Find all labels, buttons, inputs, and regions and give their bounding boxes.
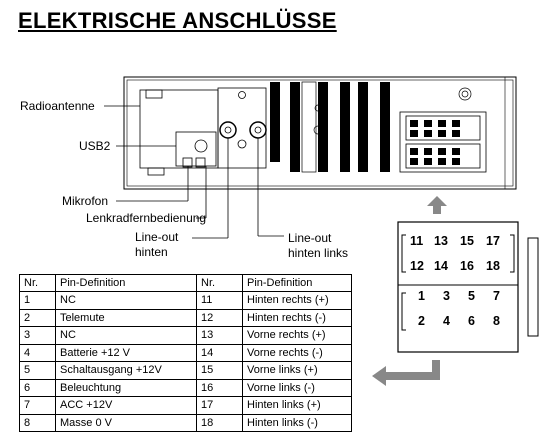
pin-label: 18	[486, 259, 500, 273]
table-cell: Vorne rechts (+)	[242, 326, 352, 345]
table-cell: 11	[196, 291, 243, 310]
table-cell: 18	[196, 413, 243, 432]
table-cell: 3	[19, 326, 56, 345]
pin-label: 17	[486, 234, 500, 248]
table-cell: Schaltausgang +12V	[55, 361, 197, 380]
iso-connector-housing	[399, 111, 487, 173]
callout-radioantenne: Radioantenne	[20, 99, 95, 113]
table-cell: Telemute	[55, 308, 197, 327]
table-cell: Hinten rechts (+)	[242, 291, 352, 310]
table-cell: Hinten rechts (-)	[242, 308, 352, 327]
pin-label: 8	[493, 314, 500, 328]
table-cell: Masse 0 V	[55, 413, 197, 432]
table-header-row: Nr. Pin-Definition Nr. Pin-Definition	[19, 274, 352, 292]
callout-lineout-links-line2: hinten links	[288, 246, 349, 260]
pin-label: 4	[443, 314, 450, 328]
leader-lines	[104, 105, 284, 239]
callout-lineout-hinten: Line-out hinten	[135, 230, 178, 260]
table-cell: 15	[196, 361, 243, 380]
header-nr: Nr.	[196, 274, 243, 292]
pin-label: 16	[460, 259, 474, 273]
table-cell: 1	[19, 291, 56, 310]
table-cell: ACC +12V	[55, 396, 197, 415]
callout-lineout-hinten-line2: hinten	[135, 245, 168, 259]
table-cell: Hinten links (-)	[242, 413, 352, 432]
pin-label: 7	[493, 289, 500, 303]
pin-label: 1	[418, 289, 425, 303]
table-cell: 2	[19, 308, 56, 327]
pin-label: 12	[410, 259, 424, 273]
iso-connector-detail	[397, 221, 539, 353]
table-cell: 4	[19, 343, 56, 362]
pin-label: 11	[410, 234, 424, 248]
table-cell: 12	[196, 308, 243, 327]
table-cell: NC	[55, 326, 197, 345]
table-cell: Vorne links (+)	[242, 361, 352, 380]
page-title: ELEKTRISCHE ANSCHLÜSSE	[18, 8, 337, 33]
table-cell: 7	[19, 396, 56, 415]
pin-label: 13	[434, 234, 448, 248]
radio-housing	[123, 76, 517, 190]
callout-lenkradfernbedienung: Lenkradfernbedienung	[86, 211, 207, 225]
header-nr: Nr.	[19, 274, 56, 292]
pin-label: 15	[460, 234, 474, 248]
callout-lineout-hinten-line1: Line-out	[135, 230, 179, 244]
pin-label: 6	[468, 314, 475, 328]
table-cell: 16	[196, 378, 243, 397]
table-cell: 5	[19, 361, 56, 380]
port-panel	[139, 87, 267, 176]
header-pin-definition: Pin-Definition	[242, 274, 352, 292]
pin-label: 14	[434, 259, 448, 273]
table-cell: Hinten links (+)	[242, 396, 352, 415]
return-arrow-icon	[372, 360, 440, 386]
callout-usb2: USB2	[79, 139, 111, 153]
table-cell: 8	[19, 413, 56, 432]
table-cell: Beleuchtung	[55, 378, 197, 397]
table-cell: 14	[196, 343, 243, 362]
heat-sink	[270, 82, 390, 172]
callout-mikrofon: Mikrofon	[62, 194, 109, 208]
table-cell: Batterie +12 V	[55, 343, 197, 362]
table-cell: Vorne links (-)	[242, 378, 352, 397]
pin-label: 5	[468, 289, 475, 303]
table-cell: 6	[19, 378, 56, 397]
header-pin-definition: Pin-Definition	[55, 274, 197, 292]
table-cell: NC	[55, 291, 197, 310]
table-cell: 17	[196, 396, 243, 415]
pin-label: 3	[443, 289, 450, 303]
pin-label: 2	[418, 314, 425, 328]
table-cell: Vorne rechts (-)	[242, 343, 352, 362]
table-cell: 13	[196, 326, 243, 345]
callout-lineout-links-line1: Line-out	[288, 231, 332, 245]
callout-lineout-hinten-links: Line-out hinten links	[288, 231, 348, 261]
up-arrow-icon	[427, 196, 447, 214]
